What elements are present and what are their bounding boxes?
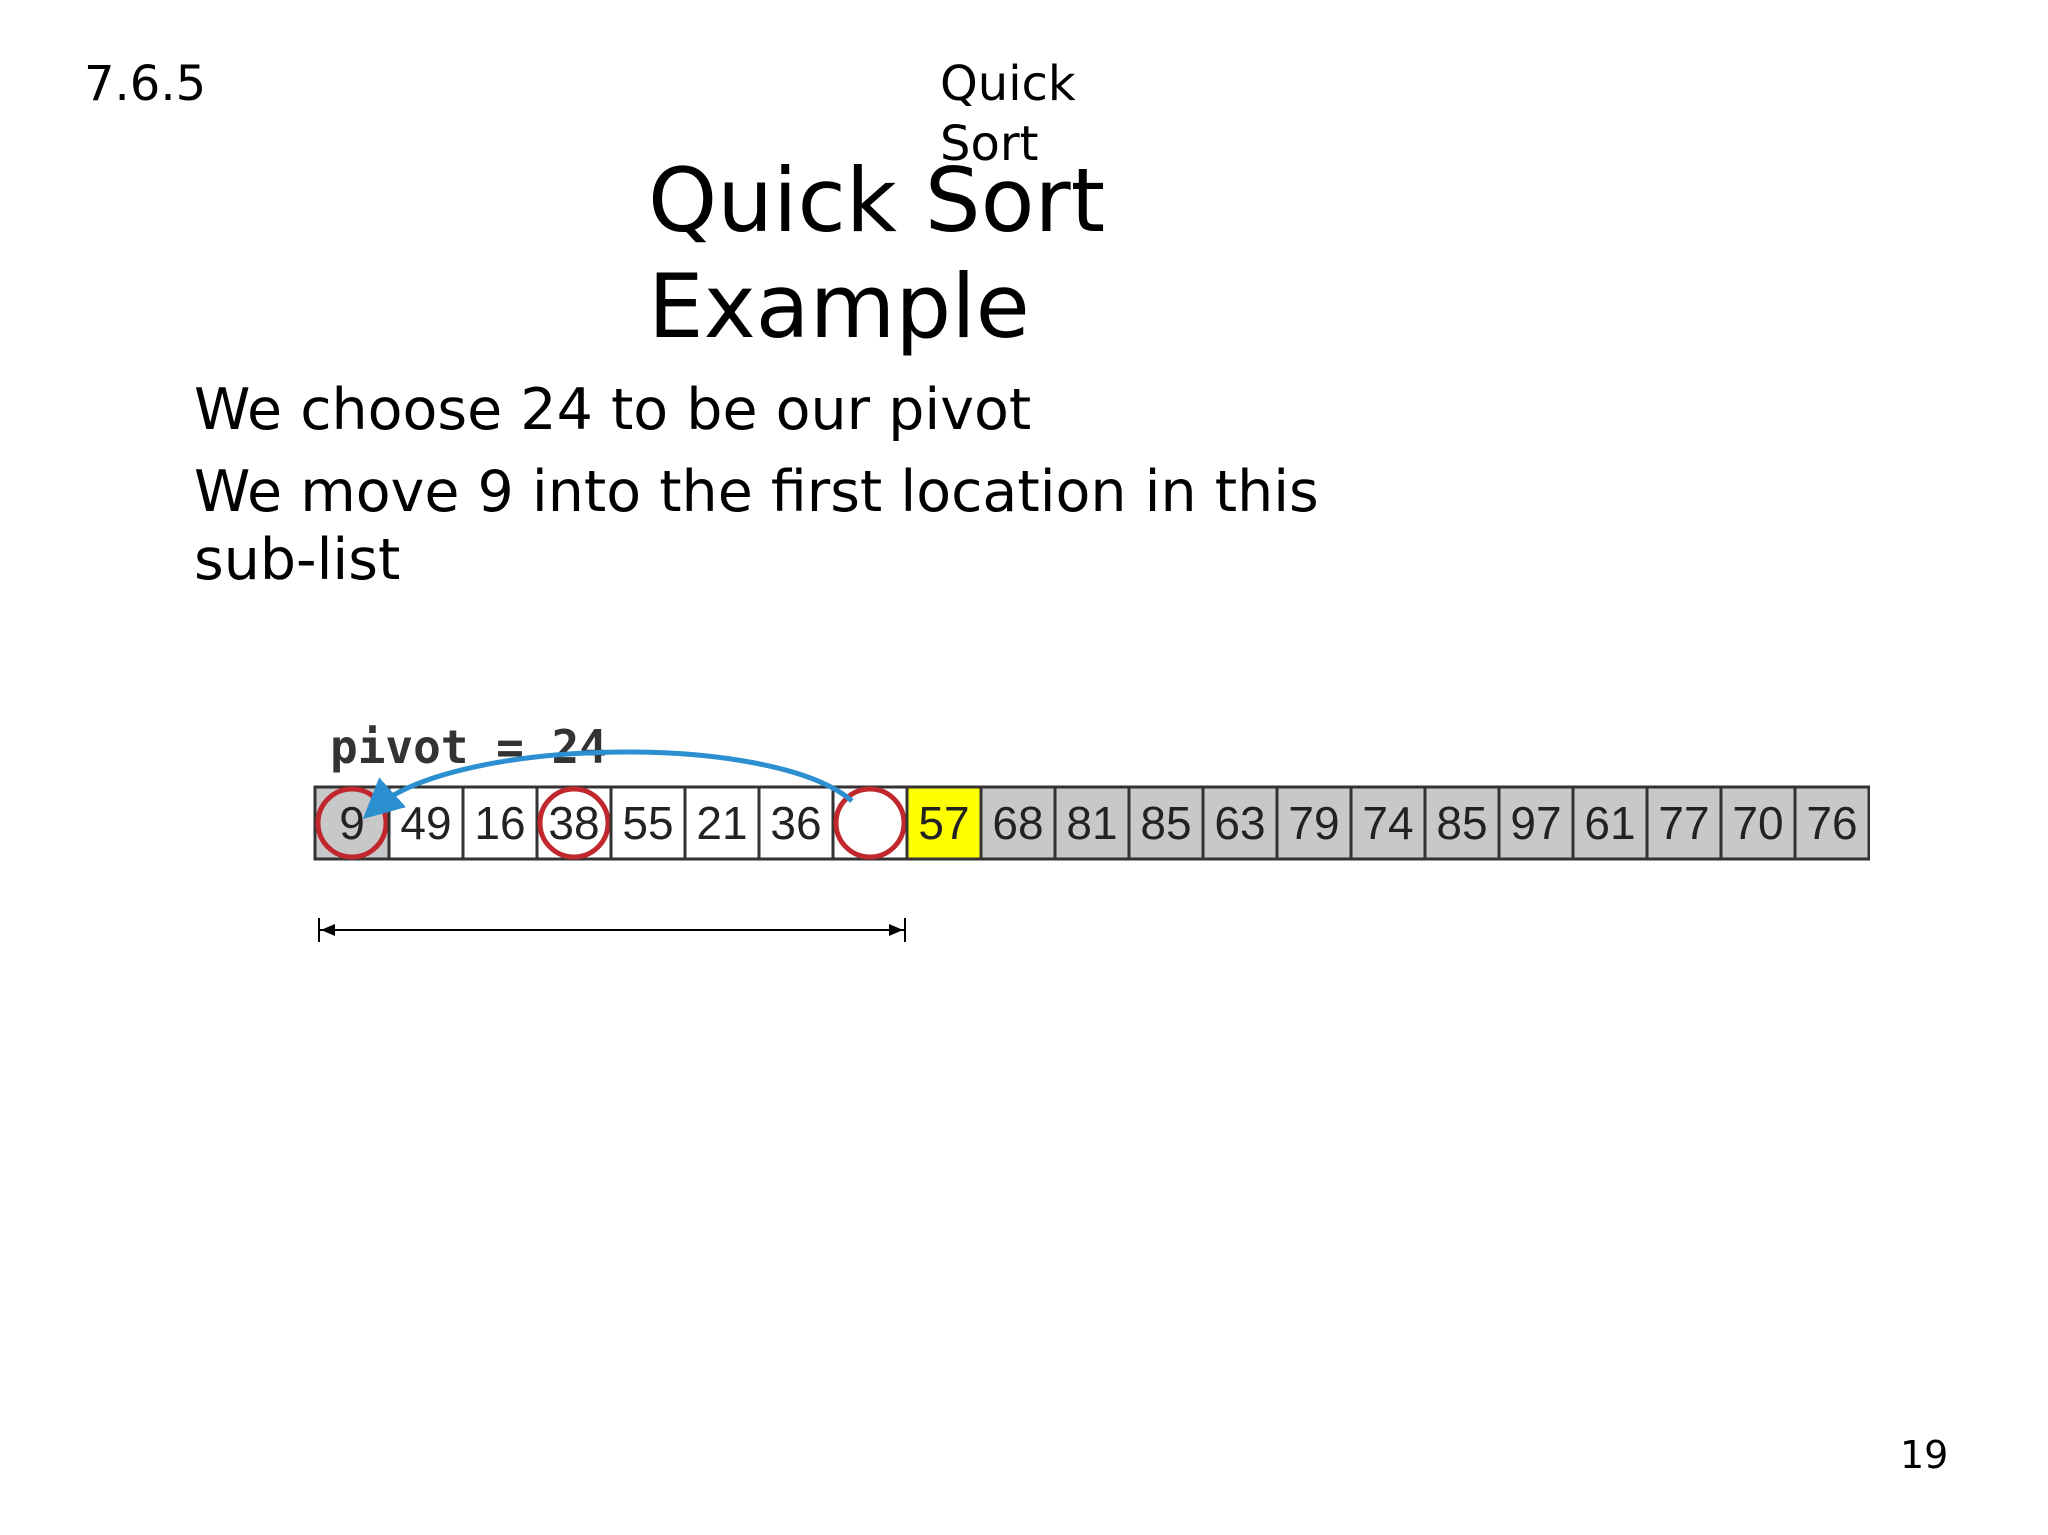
section-number: 7.6.5 <box>84 56 207 112</box>
cell-value: 16 <box>474 797 525 849</box>
cell-box <box>1793 785 1870 861</box>
range-right-arrowhead <box>889 924 903 936</box>
array-cell: 57 <box>905 785 983 861</box>
cell-value: 97 <box>1510 797 1561 849</box>
cell-value: 85 <box>1140 797 1191 849</box>
move-arrow <box>362 749 854 820</box>
cell-value: 85 <box>1436 797 1487 849</box>
cell-box <box>1423 785 1501 861</box>
quick-sort-diagram: pivot = 24 9 49 16 38 55 21 36 57 68 81 85 63 79 74 85… <box>313 720 1870 942</box>
cell-box <box>1719 785 1797 861</box>
cell-value: 21 <box>696 797 747 849</box>
cell-box <box>1571 785 1649 861</box>
cell-box <box>683 785 761 861</box>
array-cell: 21 <box>683 785 761 861</box>
bullet-list: We choose 24 to be our pivot We move 9 i… <box>194 376 1394 608</box>
array-cell: 81 <box>1053 785 1131 861</box>
array-cell: 97 <box>1497 785 1575 861</box>
highlight-circle <box>537 786 611 860</box>
array-cell: 55 <box>609 785 687 861</box>
array-cell: 36 <box>757 785 835 861</box>
array-cell: 76 <box>1793 785 1870 861</box>
cell-box <box>1201 785 1279 861</box>
slide-title: Quick Sort Example <box>648 149 1106 358</box>
array-cell: 49 <box>387 785 465 861</box>
array-cell: 79 <box>1275 785 1353 861</box>
cell-box <box>1275 785 1353 861</box>
array-cell: 9 <box>313 785 391 861</box>
array-cell: 68 <box>979 785 1057 861</box>
cell-box <box>1645 785 1723 861</box>
cell-box <box>1053 785 1131 861</box>
array-cell: 38 <box>535 785 613 861</box>
cell-value: 68 <box>992 797 1043 849</box>
array-cell: 61 <box>1571 785 1649 861</box>
array-cell <box>831 785 909 861</box>
cell-value: 76 <box>1806 797 1857 849</box>
cell-value: 70 <box>1732 797 1783 849</box>
range-left-arrowhead <box>321 924 335 936</box>
cell-value: 77 <box>1658 797 1709 849</box>
array-cell: 77 <box>1645 785 1723 861</box>
cell-value: 74 <box>1362 797 1413 849</box>
page-number: 19 <box>1900 1433 1949 1477</box>
cell-box <box>1497 785 1575 861</box>
array-cells: 9 49 16 38 55 21 36 57 68 81 85 63 79 74 85 97 61 77 70 76 <box>313 785 1870 861</box>
cell-value: 55 <box>622 797 673 849</box>
cell-box <box>461 785 539 861</box>
cell-box <box>979 785 1057 861</box>
cell-value: 63 <box>1214 797 1265 849</box>
cell-value: 9 <box>339 797 365 849</box>
cell-value: 38 <box>548 797 599 849</box>
cell-value: 79 <box>1288 797 1339 849</box>
cell-box <box>905 785 983 861</box>
pivot-label: pivot = 24 <box>330 720 607 774</box>
array-cell: 74 <box>1349 785 1427 861</box>
array-cell: 16 <box>461 785 539 861</box>
cell-value: 57 <box>918 797 969 849</box>
cell-value: 36 <box>770 797 821 849</box>
header-title: Quick Sort <box>940 56 1076 172</box>
array-cell: 70 <box>1719 785 1797 861</box>
cell-value: 61 <box>1584 797 1635 849</box>
array-cell: 85 <box>1127 785 1205 861</box>
highlight-circle <box>833 786 907 860</box>
cell-value: 81 <box>1066 797 1117 849</box>
array-cell: 63 <box>1201 785 1279 861</box>
sublist-range-indicator <box>318 918 906 942</box>
array-cell: 85 <box>1423 785 1501 861</box>
cell-value: 49 <box>400 797 451 849</box>
highlight-circle <box>315 786 389 860</box>
bullet-item: We move 9 into the first location in thi… <box>194 459 1319 593</box>
bullet-item: We choose 24 to be our pivot <box>194 377 1032 443</box>
